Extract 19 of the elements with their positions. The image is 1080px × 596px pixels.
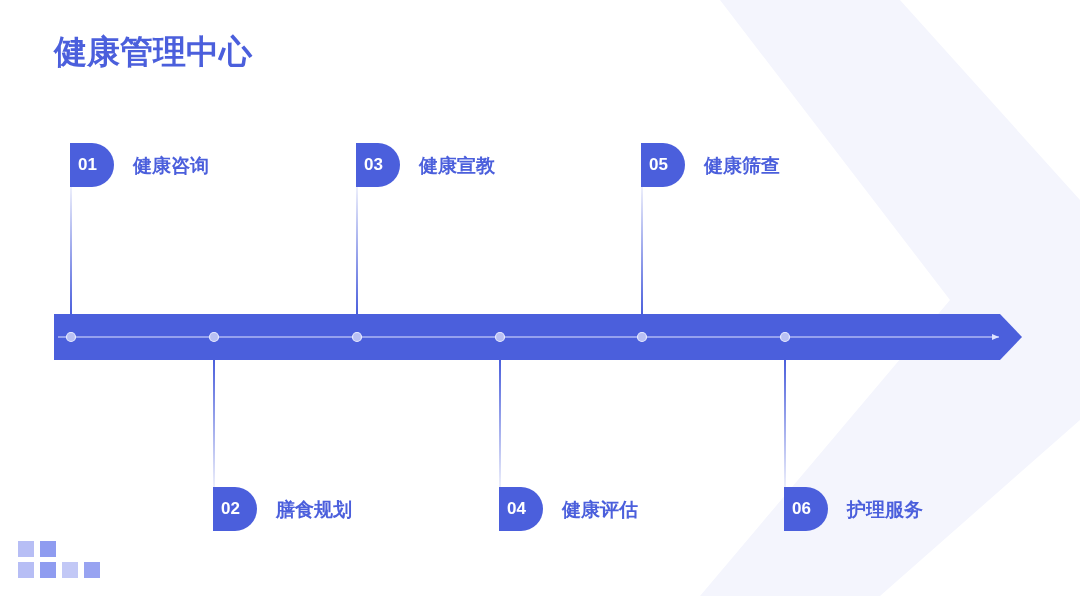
- number-tab: [70, 143, 114, 187]
- number-tab: [784, 487, 828, 531]
- step-number: 01: [78, 155, 97, 175]
- step-label: 膳食规划: [276, 497, 352, 522]
- step-label: 护理服务: [847, 497, 923, 522]
- step-number: 02: [221, 499, 240, 519]
- number-tab: [499, 487, 543, 531]
- step-number: 05: [649, 155, 668, 175]
- title: 健康管理中心: [54, 31, 252, 73]
- step-number: 06: [792, 499, 811, 519]
- number-tab: [356, 143, 400, 187]
- step-label: 健康筛查: [704, 153, 780, 178]
- number-tab: [641, 143, 685, 187]
- step-number: 04: [507, 499, 526, 519]
- step-label: 健康评估: [562, 497, 638, 522]
- step-label: 健康咨询: [133, 153, 209, 178]
- step-number: 03: [364, 155, 383, 175]
- step-label: 健康宣教: [419, 153, 495, 178]
- number-tab: [213, 487, 257, 531]
